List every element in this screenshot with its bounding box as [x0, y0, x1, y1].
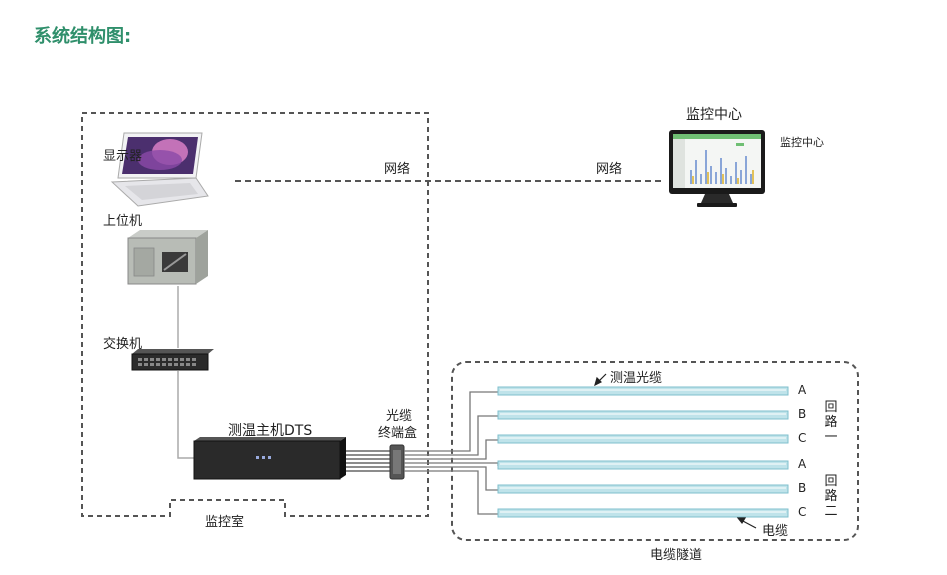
- monitor-center-title: 监控中心: [686, 107, 742, 123]
- phase-label: C: [798, 505, 807, 519]
- page-title: 系统结构图:: [34, 26, 132, 47]
- fiber-bundle-dts: [346, 450, 390, 472]
- host-pc-label: 上位机: [103, 214, 143, 229]
- monitor-room-label: 监控室: [205, 515, 245, 530]
- cable-loop1-b: [497, 410, 789, 420]
- loop2-label: 回路二: [824, 474, 838, 519]
- host-pc-icon: [127, 230, 208, 285]
- dts-host-icon: [193, 437, 346, 480]
- arrow-sensing-fiber: [594, 373, 607, 387]
- phase-label: A: [798, 383, 807, 397]
- switch-icon: [131, 349, 214, 371]
- sensing-fiber-label: 测温光缆: [610, 371, 663, 386]
- phase-label: B: [798, 481, 807, 495]
- cable-loop2-a: [497, 460, 789, 470]
- fiber-terminal-label-line1: 光缆: [386, 409, 413, 424]
- loop1-label: 回路一: [824, 400, 838, 445]
- laptop-icon: [110, 132, 209, 207]
- phase-label: C: [798, 431, 807, 445]
- phase-label: A: [798, 457, 807, 471]
- link-switch-dts: [177, 371, 194, 459]
- monitor-center-side-label: 监控中心: [780, 136, 824, 149]
- fiber-terminal-label-line2: 终端盒: [378, 426, 418, 441]
- network-label-right: 网络: [596, 162, 623, 177]
- cable-label: 电缆: [762, 524, 789, 539]
- display-label: 显示器: [103, 149, 143, 164]
- dts-host-label: 测温主机DTS: [228, 423, 313, 439]
- network-label-left: 网络: [384, 162, 411, 177]
- phase-label: B: [798, 407, 807, 421]
- cable-loop1-c: [497, 434, 789, 444]
- switch-label: 交换机: [103, 337, 143, 352]
- monitor-center-icon: [669, 130, 765, 207]
- cable-loop1-a: [497, 386, 789, 396]
- cable-loop2-b: [497, 484, 789, 494]
- cable-set: [497, 386, 789, 518]
- monitor-room-boundary: [81, 112, 429, 517]
- fiber-terminal-box-icon: [389, 444, 405, 480]
- arrow-cable: [736, 517, 757, 529]
- cable-loop2-c: [497, 508, 789, 518]
- tunnel-label: 电缆隧道: [650, 548, 703, 563]
